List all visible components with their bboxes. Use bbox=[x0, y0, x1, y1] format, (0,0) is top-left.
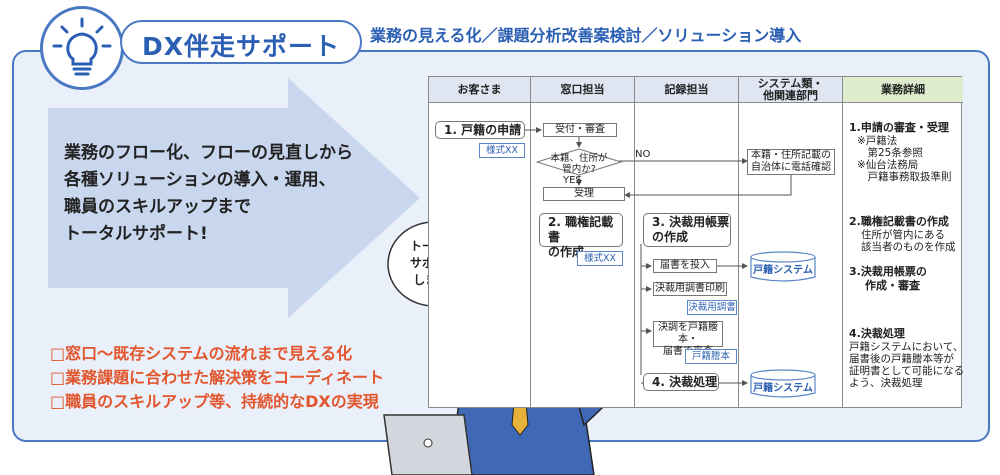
checklist: □窓口〜既存システムの流れまで見える化 □業務課題に合わせた解決策をコーディネー… bbox=[50, 342, 384, 414]
detail-line: 届書後の戸籍謄本等が bbox=[849, 353, 954, 365]
page-subtitle: 業務の見える化／課題分析改善案検討／ソリューション導入 bbox=[370, 26, 802, 45]
reception-box: 受付・審査 bbox=[543, 123, 617, 137]
workflow-chart: お客さま 窓口担当 記録担当 システム類・ 他関連部門 業務詳細 bbox=[428, 76, 965, 408]
title-pill: DX伴走サポート bbox=[120, 20, 362, 64]
step4-box: 4. 決裁処理 bbox=[643, 373, 719, 391]
detail-line: 戸籍システムにおいて、 bbox=[849, 341, 964, 353]
system-db-1: 戸籍システム bbox=[753, 265, 813, 276]
page-title: DX伴走サポート bbox=[142, 32, 341, 61]
copy-doc-tag: 戸籍謄本 bbox=[685, 349, 737, 364]
column-header-reception: 窓口担当 bbox=[531, 77, 635, 103]
flow-connectors bbox=[525, 127, 816, 398]
decision-yes: YES bbox=[563, 175, 582, 186]
detail-line: ※仙台法務局 bbox=[857, 159, 919, 171]
detail-line: ※戸籍法 bbox=[857, 135, 898, 147]
print-doc-tag: 決裁用調書 bbox=[687, 300, 737, 315]
print-box: 決裁用調書印刷 bbox=[653, 282, 727, 296]
accept-box: 受理 bbox=[543, 187, 625, 201]
column-header-details: 業務詳細 bbox=[843, 77, 963, 103]
checklist-item: □業務課題に合わせた解決策をコーディネート bbox=[50, 368, 384, 387]
detail-heading-2: 2.職権記載書の作成 bbox=[849, 215, 949, 228]
customer-form-tag: 様式XX bbox=[479, 143, 525, 158]
system-db-2: 戸籍システム bbox=[753, 383, 813, 394]
bulb-badge bbox=[40, 6, 124, 90]
input-box: 届書を投入 bbox=[653, 259, 717, 273]
step3-box: 3. 決裁用帳票 の作成 bbox=[643, 213, 731, 247]
lane-systems bbox=[739, 103, 843, 407]
arrow-text: 業務のフロー化、フローの見直しから 各種ソリューションの導入・運用、 職員のスキ… bbox=[64, 140, 353, 248]
column-header-systems: システム類・ 他関連部門 bbox=[739, 77, 843, 103]
detail-line: 戸籍事務取扱準則 bbox=[857, 171, 952, 183]
detail-line: よう、決裁処理 bbox=[849, 377, 923, 389]
lane-customer bbox=[429, 103, 531, 407]
big-arrow bbox=[48, 78, 420, 318]
checklist-item: □窓口〜既存システムの流れまで見える化 bbox=[50, 344, 353, 363]
arrow-text-line: 職員のスキルアップまで bbox=[64, 197, 251, 217]
decision-text: 本籍、住所が 管内か? bbox=[550, 153, 608, 175]
column-header-customer: お客さま bbox=[429, 77, 531, 103]
detail-heading-4: 4.決裁処理 bbox=[849, 327, 905, 340]
lane-recording bbox=[635, 103, 739, 407]
step2-box: 2. 職権記載書 の作成 bbox=[539, 213, 623, 259]
arrow-text-line: 各種ソリューションの導入・運用、 bbox=[64, 170, 336, 190]
arrow-text-line: トータルサポート! bbox=[64, 224, 208, 244]
detail-heading-3: 3.決裁用帳票の bbox=[849, 265, 927, 278]
review-box: 決調を戸籍謄本・ 届書で審査 bbox=[653, 321, 723, 357]
phone-check-box: 本籍・住所記載の 自治体に電話確認 bbox=[747, 149, 835, 175]
checklist-item: □職員のスキルアップ等、持続的なDXの実現 bbox=[50, 392, 379, 411]
lightbulb-icon bbox=[52, 17, 112, 76]
column-header-recording: 記録担当 bbox=[635, 77, 739, 103]
lane-reception bbox=[531, 103, 635, 407]
detail-line: 該当者のものを作成 bbox=[861, 241, 956, 253]
arrow-text-line: 業務のフロー化、フローの見直しから bbox=[64, 143, 353, 163]
detail-line: 第25条参照 bbox=[857, 147, 923, 159]
detail-line: 住所が管内にある bbox=[861, 229, 945, 241]
decision-no: NO bbox=[635, 149, 651, 160]
detail-heading-1: 1.申請の審査・受理 bbox=[849, 121, 949, 134]
detail-line: 証明書として可能になる bbox=[849, 365, 965, 377]
detail-line: 作成・審査 bbox=[865, 279, 920, 292]
step2-form-tag: 様式XX bbox=[577, 251, 623, 266]
customer-step-box: 1. 戸籍の申請 bbox=[435, 121, 525, 139]
